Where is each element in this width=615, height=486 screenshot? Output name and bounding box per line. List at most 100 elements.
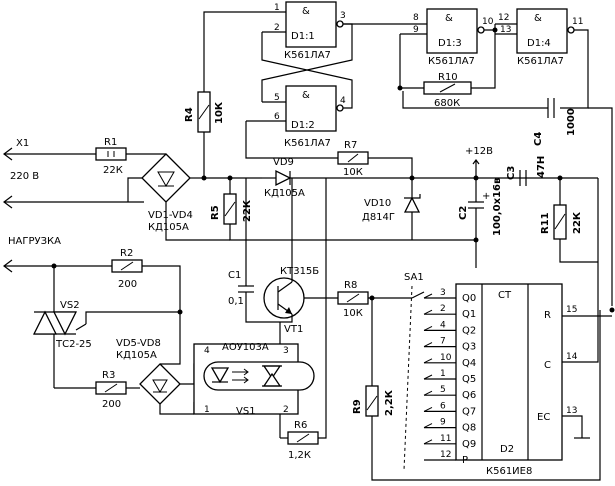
- svg-text:КД105А: КД105А: [264, 188, 305, 199]
- resistor-r2: R2 200: [111, 248, 143, 290]
- svg-text:R: R: [544, 310, 551, 321]
- counter-output-label: Q0: [462, 293, 476, 304]
- svg-text:VS1: VS1: [236, 406, 256, 417]
- svg-text:R11: R11: [540, 212, 551, 234]
- svg-text:680К: 680К: [434, 98, 460, 109]
- svg-text:R3: R3: [102, 370, 115, 381]
- svg-text:R8: R8: [344, 280, 357, 291]
- svg-text:10К: 10К: [214, 101, 225, 124]
- svg-text:8: 8: [413, 13, 419, 23]
- switch-contact[interactable]: [423, 293, 433, 299]
- svg-text:&: &: [534, 13, 542, 24]
- optocoupler-vs1: 4 3 1 2 АОУ103А VS1: [193, 342, 315, 417]
- svg-text:VD5-VD8: VD5-VD8: [116, 338, 161, 349]
- switch-contact[interactable]: [423, 423, 433, 429]
- counter-output-label: Q6: [462, 390, 476, 401]
- svg-text:9: 9: [413, 25, 419, 35]
- switch-contact[interactable]: [423, 342, 433, 348]
- svg-text:CT: CT: [498, 290, 512, 301]
- counter-output-label: Q8: [462, 423, 476, 434]
- resistor-r3: R3 200: [95, 370, 127, 410]
- svg-text:10К: 10К: [343, 167, 363, 178]
- resistor-r4: R4 10К: [184, 91, 225, 133]
- svg-text:C4: C4: [533, 132, 544, 146]
- transistor-vt1: КТ315Б VT1: [263, 266, 319, 335]
- svg-text:6: 6: [274, 112, 280, 122]
- svg-text:200: 200: [118, 279, 137, 290]
- svg-text:ТС2-25: ТС2-25: [55, 339, 92, 350]
- svg-text:&: &: [445, 13, 453, 24]
- switch-contact[interactable]: [423, 390, 433, 396]
- counter-output-label: P: [462, 455, 468, 466]
- svg-text:15: 15: [566, 305, 577, 315]
- counter-pin-r: R 15: [544, 305, 577, 321]
- svg-text:13: 13: [500, 25, 511, 35]
- svg-text:220 В: 220 В: [10, 171, 39, 182]
- svg-text:EC: EC: [537, 412, 550, 423]
- svg-text:10: 10: [482, 17, 494, 27]
- counter-output-label: Q3: [462, 342, 476, 353]
- switch-contact[interactable]: [423, 358, 433, 364]
- svg-text:К561ИЕ8: К561ИЕ8: [486, 466, 532, 477]
- svg-text:R10: R10: [438, 72, 458, 83]
- switch-contact[interactable]: [423, 406, 433, 412]
- switch-sa1-label: SA1: [404, 272, 424, 283]
- svg-text:0,1: 0,1: [228, 296, 244, 307]
- counter-output-label: Q7: [462, 406, 476, 417]
- counter-d2: CT D2 К561ИЕ8: [455, 283, 563, 477]
- svg-text:C3: C3: [506, 166, 517, 180]
- svg-text:4: 4: [204, 346, 210, 356]
- svg-text:КД105А: КД105А: [116, 350, 157, 361]
- svg-text:C1: C1: [228, 270, 241, 281]
- svg-text:2: 2: [283, 405, 289, 415]
- svg-text:КТ315Б: КТ315Б: [280, 266, 319, 277]
- svg-text:5: 5: [274, 93, 280, 103]
- zener-vd10: VD10 Д814Г: [362, 194, 421, 223]
- counter-output-pin: 6: [440, 401, 446, 411]
- svg-text:&: &: [302, 90, 310, 101]
- switch-contact[interactable]: [423, 325, 433, 331]
- svg-text:R4: R4: [184, 107, 195, 122]
- gate-d1-3: & D1:3 8 9 10 К561ЛА7: [400, 8, 494, 67]
- switch-contact[interactable]: [423, 309, 433, 315]
- svg-text:47Н: 47Н: [536, 156, 547, 178]
- svg-text:НАГРУЗКА: НАГРУЗКА: [8, 236, 61, 247]
- svg-text:200: 200: [102, 399, 121, 410]
- switch-contact[interactable]: [423, 439, 433, 445]
- capacitor-c1: C1 0,1: [228, 270, 254, 307]
- svg-text:D1:4: D1:4: [527, 38, 551, 49]
- capacitor-c3: C3 47Н: [506, 156, 547, 186]
- svg-text:C: C: [544, 360, 551, 371]
- svg-text:3: 3: [340, 11, 346, 21]
- svg-text:1,2К: 1,2К: [288, 450, 311, 461]
- counter-output-pin: 10: [440, 353, 452, 363]
- counter-output-pin: 4: [440, 320, 446, 330]
- svg-text:R7: R7: [344, 140, 357, 151]
- capacitor-c4: C4 1000: [533, 98, 577, 146]
- svg-text:К561ЛА7: К561ЛА7: [428, 56, 475, 67]
- switch-contact[interactable]: [423, 374, 433, 380]
- counter-output-pin: 9: [440, 418, 446, 428]
- svg-text:C2: C2: [458, 206, 469, 220]
- capacitor-c2: + C2 100,0х16в: [458, 178, 503, 236]
- counter-pin-ec: EC 13: [537, 406, 577, 423]
- svg-text:АОУ103А: АОУ103А: [222, 342, 269, 353]
- counter-output-pin: 2: [440, 304, 446, 314]
- counter-output-pin: 12: [440, 450, 451, 460]
- svg-text:R2: R2: [120, 248, 133, 259]
- svg-text:К561ЛА7: К561ЛА7: [284, 50, 331, 61]
- counter-output-label: Q1: [462, 309, 476, 320]
- svg-text:D2: D2: [500, 444, 514, 455]
- triac-vs2: VS2 ТС2-25: [32, 298, 92, 388]
- svg-text:VD1-VD4: VD1-VD4: [148, 210, 193, 221]
- svg-text:12: 12: [498, 13, 509, 23]
- gate-d1-2: & D1:2 5 6 4 К561ЛА7: [246, 85, 346, 149]
- svg-text:КД105А: КД105А: [148, 222, 189, 233]
- supply-label: +12В: [465, 146, 493, 157]
- counter-output-pin: 5: [440, 385, 446, 395]
- svg-text:R5: R5: [210, 205, 221, 220]
- resistor-r11: R11 22К: [540, 204, 583, 240]
- svg-text:&: &: [302, 6, 310, 17]
- connector-x1: X1 220 В: [3, 138, 39, 209]
- svg-text:X1: X1: [16, 138, 29, 149]
